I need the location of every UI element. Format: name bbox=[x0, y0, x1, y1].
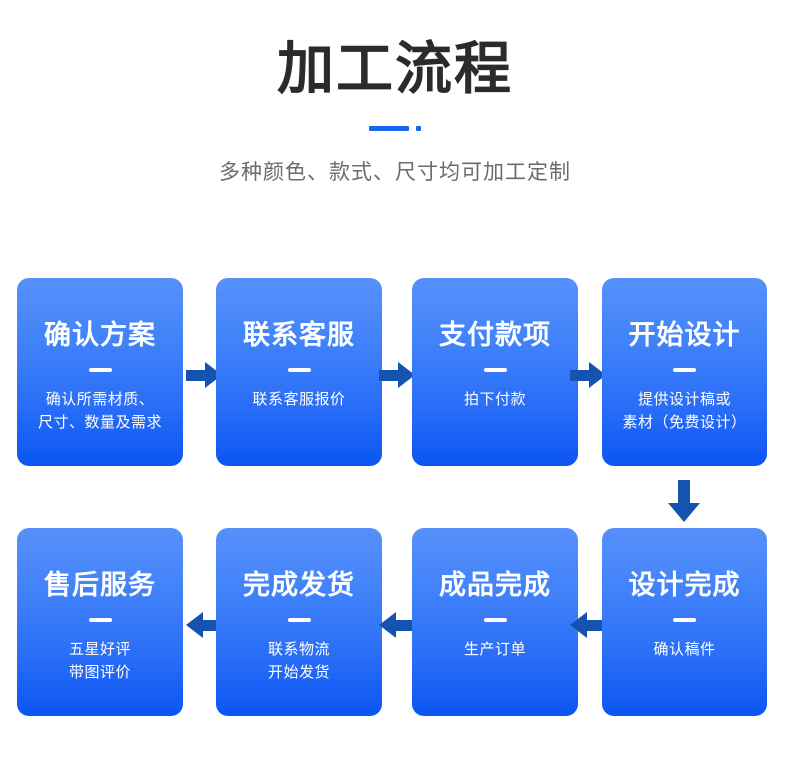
flow-step-card-8[interactable]: 售后服务 五星好评 带图评价 bbox=[17, 528, 183, 716]
arrow-stem bbox=[202, 620, 222, 631]
flow-step-title: 设计完成 bbox=[628, 570, 741, 600]
arrow-head bbox=[570, 612, 587, 638]
arrow-left-icon bbox=[379, 612, 415, 638]
process-flow: 确认方案 确认所需材质、 尺寸、数量及需求 联系客服 联系客服报价 支付款项 bbox=[0, 278, 790, 716]
flow-step-desc-line: 联系物流 bbox=[267, 641, 330, 658]
flow-step-title: 开始设计 bbox=[628, 320, 741, 350]
flow-step-desc: 五星好评 带图评价 bbox=[17, 638, 183, 684]
flow-step-desc: 确认稿件 bbox=[602, 638, 767, 661]
page-title: 加工流程 bbox=[277, 37, 513, 101]
arrow-stem bbox=[586, 620, 606, 631]
flow-step-desc-line: 带图评价 bbox=[68, 664, 131, 681]
flow-row-1: 确认方案 确认所需材质、 尺寸、数量及需求 联系客服 联系客服报价 支付款项 bbox=[0, 278, 790, 466]
card-divider bbox=[483, 368, 507, 372]
arrow-left-icon bbox=[570, 612, 606, 638]
flow-step-title: 售后服务 bbox=[44, 570, 156, 600]
card-divider bbox=[88, 368, 112, 372]
arrow-stem bbox=[678, 480, 690, 504]
flow-step-card-3[interactable]: 支付款项 拍下付款 bbox=[412, 278, 578, 466]
flow-step-title: 联系客服 bbox=[243, 320, 355, 350]
arrow-head bbox=[186, 612, 203, 638]
card-divider bbox=[483, 618, 507, 622]
arrow-head bbox=[589, 362, 606, 388]
flow-step-desc-line: 联系客服报价 bbox=[252, 391, 346, 408]
arrow-head bbox=[668, 503, 700, 522]
card-divider bbox=[673, 368, 696, 372]
arrow-head bbox=[398, 362, 415, 388]
page-header: 加工流程 多种颜色、款式、尺寸均可加工定制 bbox=[0, 0, 790, 188]
flow-step-card-5[interactable]: 设计完成 确认稿件 bbox=[602, 528, 767, 716]
flow-step-desc: 联系物流 开始发货 bbox=[216, 638, 382, 684]
divider-dot bbox=[416, 125, 421, 131]
flow-step-card-2[interactable]: 联系客服 联系客服报价 bbox=[216, 278, 382, 466]
flow-step-desc-line: 确认稿件 bbox=[653, 641, 716, 658]
flow-step-desc-line: 尺寸、数量及需求 bbox=[37, 414, 162, 431]
arrow-stem bbox=[570, 370, 590, 381]
flow-step-title: 成品完成 bbox=[439, 570, 551, 600]
flow-step-desc-line: 生产订单 bbox=[463, 641, 526, 658]
flow-step-desc: 拍下付款 bbox=[412, 388, 578, 411]
flow-step-desc-line: 开始发货 bbox=[267, 664, 330, 681]
flow-step-desc: 确认所需材质、 尺寸、数量及需求 bbox=[17, 388, 183, 434]
arrow-stem bbox=[395, 620, 415, 631]
flow-step-desc: 生产订单 bbox=[412, 638, 578, 661]
flow-step-desc-line: 五星好评 bbox=[68, 641, 131, 658]
flow-step-desc: 提供设计稿或 素材（免费设计） bbox=[602, 388, 767, 434]
flow-step-title: 完成发货 bbox=[243, 570, 355, 600]
flow-step-desc-line: 确认所需材质、 bbox=[45, 391, 155, 408]
page-subtitle: 多种颜色、款式、尺寸均可加工定制 bbox=[219, 161, 571, 184]
arrow-right-icon bbox=[379, 362, 415, 388]
arrow-head bbox=[379, 612, 396, 638]
flow-step-desc: 联系客服报价 bbox=[216, 388, 382, 411]
arrow-down-icon bbox=[668, 480, 700, 522]
card-divider bbox=[88, 618, 112, 622]
card-divider bbox=[287, 368, 311, 372]
flow-step-card-7[interactable]: 完成发货 联系物流 开始发货 bbox=[216, 528, 382, 716]
divider-bar bbox=[369, 125, 409, 131]
flow-step-card-6[interactable]: 成品完成 生产订单 bbox=[412, 528, 578, 716]
flow-step-card-1[interactable]: 确认方案 确认所需材质、 尺寸、数量及需求 bbox=[17, 278, 183, 466]
arrow-left-icon bbox=[186, 612, 222, 638]
card-divider bbox=[673, 618, 696, 622]
flow-step-desc-line: 素材（免费设计） bbox=[622, 414, 747, 431]
flow-step-title: 确认方案 bbox=[44, 320, 156, 350]
flow-step-title: 支付款项 bbox=[439, 320, 551, 350]
arrow-stem bbox=[186, 370, 206, 381]
arrow-stem bbox=[379, 370, 399, 381]
title-divider bbox=[0, 124, 790, 132]
flow-step-desc-line: 拍下付款 bbox=[463, 391, 526, 408]
flow-row-2: 售后服务 五星好评 带图评价 完成发货 联系物流 开始发货 成品完成 bbox=[0, 528, 790, 716]
card-divider bbox=[287, 618, 311, 622]
flow-step-card-4[interactable]: 开始设计 提供设计稿或 素材（免费设计） bbox=[602, 278, 767, 466]
arrow-right-icon bbox=[570, 362, 606, 388]
flow-step-desc-line: 提供设计稿或 bbox=[637, 391, 731, 408]
